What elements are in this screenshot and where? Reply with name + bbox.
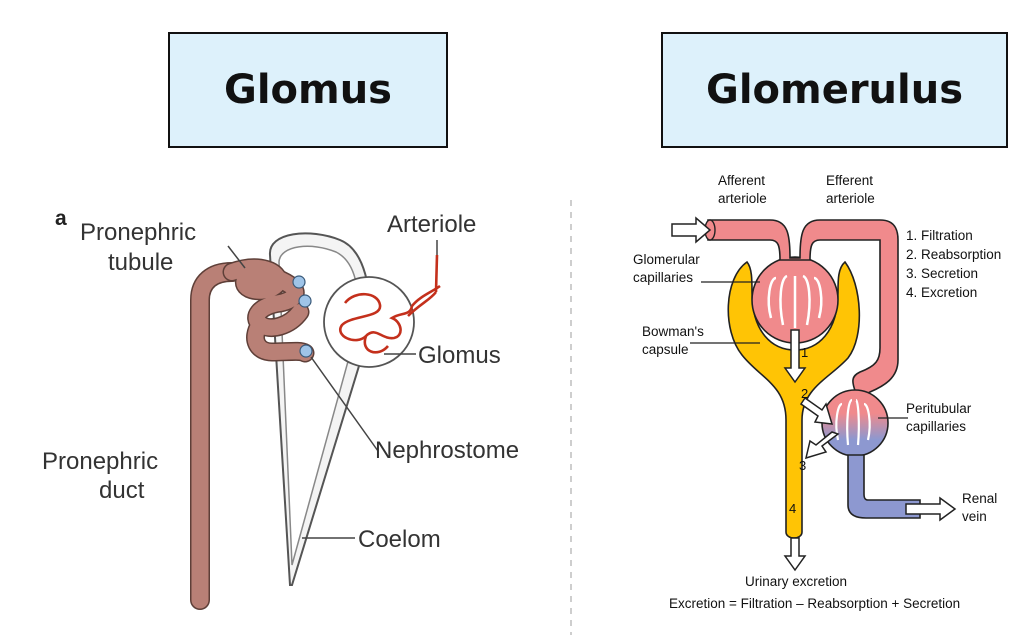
label-peritubular-1: Peritubular [906, 401, 972, 416]
label-glomus: Glomus [418, 342, 501, 369]
nephrostome-opening [299, 344, 313, 358]
pronephric-tubule [222, 258, 315, 363]
glomus-vessel [339, 292, 414, 354]
glomerulus-title: Glomerulus [705, 67, 964, 113]
label-coelom: Coelom [358, 526, 441, 553]
glomerulus-leader-lines [690, 281, 908, 419]
label-peritubular-2: capillaries [906, 419, 966, 434]
step-number-2: 2 [801, 386, 808, 401]
step-secretion: 3. Secretion [906, 266, 978, 281]
renal-vein-arrow [905, 496, 957, 522]
step-number-4: 4 [789, 501, 796, 516]
pronephric-duct-fill [191, 263, 241, 609]
label-bowman-2: capsule [642, 342, 689, 357]
step-number-1: 1 [801, 345, 808, 360]
step-number-3: 3 [799, 458, 806, 473]
label-urinary-excretion: Urinary excretion [745, 574, 847, 589]
label-glomerular-1: Glomerular [633, 252, 700, 267]
excretion-arrow [783, 537, 807, 572]
filtration-arrow [783, 329, 807, 384]
glomus-title-box: Glomus [168, 32, 448, 148]
panel-letter: a [55, 207, 67, 230]
bowmans-capsule [727, 260, 861, 539]
label-bowman-1: Bowman's [642, 324, 704, 339]
label-pronephric-duct-1: Pronephric [42, 448, 158, 475]
step-reabsorption: 2. Reabsorption [906, 247, 1001, 262]
glomerulus-title-box: Glomerulus [661, 32, 1008, 148]
label-renal-1: Renal [962, 491, 997, 506]
label-pronephric-duct-2: duct [99, 477, 145, 504]
label-arteriole: Arteriole [387, 211, 476, 238]
label-afferent-1: Afferent [718, 173, 765, 188]
glomerular-loops [767, 274, 823, 328]
step-excretion: 4. Excretion [906, 285, 977, 300]
step-filtration: 1. Filtration [906, 228, 973, 243]
excretion-equation: Excretion = Filtration – Reabsorption + … [669, 596, 960, 611]
nephrostome-opening [292, 275, 306, 289]
inflow-arrow [671, 216, 712, 244]
glomus-title: Glomus [224, 67, 392, 113]
label-pronephric-tubule-1: Pronephric [80, 219, 196, 246]
glomus-diagram: a Pronephric tubule Arteriole Glomus Nep… [42, 207, 519, 610]
label-pronephric-tubule-2: tubule [108, 249, 173, 276]
nephrostome-opening [298, 294, 312, 308]
glomerulus-diagram: 1 2 3 4 Afferent arteriole Efferent arte… [633, 173, 1001, 611]
secretion-arrow [804, 431, 840, 460]
label-efferent-1: Efferent [826, 173, 873, 188]
label-nephrostome: Nephrostome [375, 437, 519, 464]
label-afferent-2: arteriole [718, 191, 767, 206]
glomus-leader-lines [227, 240, 438, 539]
label-efferent-2: arteriole [826, 191, 875, 206]
reabsorption-arrow [799, 396, 834, 425]
flow-arrows [671, 216, 957, 572]
arteriole-vessel [407, 254, 441, 317]
label-glomerular-2: capillaries [633, 270, 693, 285]
label-renal-2: vein [962, 509, 987, 524]
renal-vein [847, 454, 921, 519]
